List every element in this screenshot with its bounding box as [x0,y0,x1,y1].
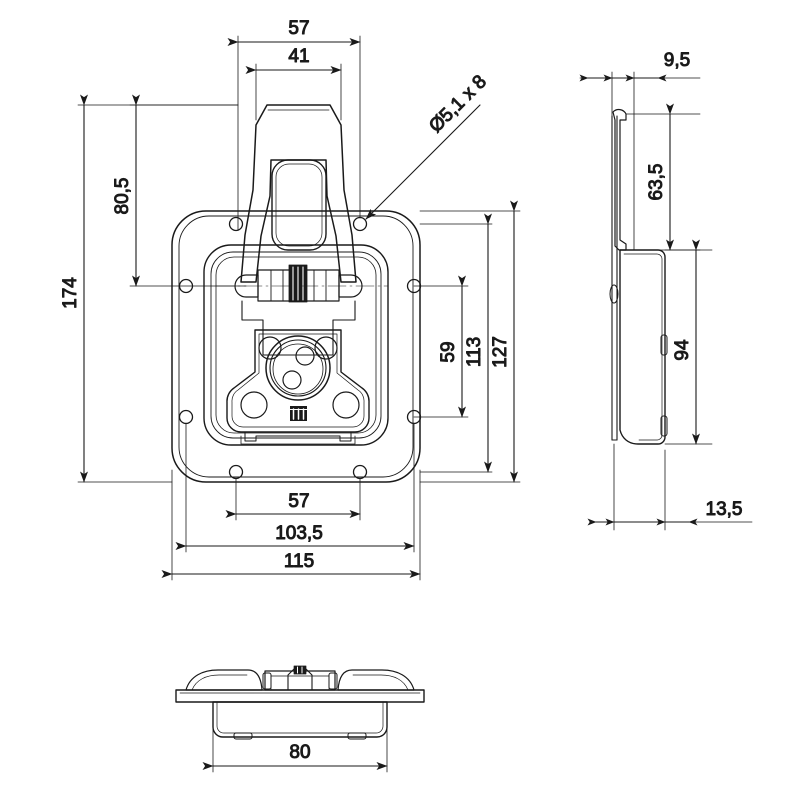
escutcheon-hole-top-right [314,336,338,360]
handle-body-outline [240,104,357,283]
recess-dish-outer [203,244,389,446]
side-handle-leaf [612,108,627,251]
dimtext-right-113: 113 [464,337,485,367]
brand-logo-mark [289,406,308,421]
dimtext-right-59: 59 [438,341,459,362]
hinge-pin-collar-right [313,269,327,302]
side-boss-lower [660,415,668,437]
lock-keyway-hole-lower [282,370,302,390]
dimtext-right-127: 127 [490,336,511,368]
bottomview-flange [175,689,425,703]
bottomview-foot-left [233,732,253,740]
mounting-hole-top-left [228,216,244,232]
bottomview-box-inner [216,701,384,734]
hole-callout-leader [365,104,481,220]
side-view: 9,5 63,5 94 13,5 [579,50,753,531]
side-boss-upper [660,334,668,356]
bottomview-foot-right [347,732,367,740]
dimtext-top-57: 57 [288,18,309,39]
lock-cylinder-ring [269,339,327,397]
escutcheon-hole-bot-left [240,391,268,419]
escutcheon-hole-bot-right [332,391,360,419]
bottomview-pin-knurl-highlight [297,666,303,674]
hinge-pin-assembly [215,264,389,303]
dimtext-side-635: 63,5 [646,164,667,201]
side-plate-body-inner [623,253,663,441]
dimtext-left-805: 80,5 [112,178,133,215]
mounting-hole-top-right [352,216,368,232]
recess-dish-inner [210,251,382,439]
lock-cylinder-outer [265,335,331,401]
lock-cylinder-face [272,343,324,395]
lock-escutcheon-inner [231,333,365,428]
handle-aperture [271,159,327,251]
bottomview-lobe-right [337,669,415,691]
front-dimensions [77,35,521,581]
lock-keyway-hole-upper [295,346,315,366]
side-spring-eye [609,284,619,304]
dimtext-bottomview-80: 80 [289,742,310,763]
dimtext-bottom-57: 57 [288,491,309,512]
hinge-pin-left-cap [234,274,259,298]
dimtext-bottom-115: 115 [284,551,314,572]
handle-tail-flange [241,300,356,356]
bottom-view: 80 [175,665,425,773]
mounting-hole-low-left [178,409,194,425]
bottomview-pin-knurl [293,665,307,675]
bottomview-dimensions [202,709,388,773]
dimtext-side-135: 13,5 [706,499,743,520]
side-plate-body [619,249,666,445]
hinge-pin-right-cap [338,274,363,298]
dimtext-bottom-1035: 103,5 [275,523,323,544]
bottomview-lobe-left [185,669,263,691]
hinge-pin-knurl-highlight [292,266,304,301]
outer-plate-outline [171,210,421,483]
side-dimensions [579,71,753,531]
recess-dish-floor [215,256,377,434]
latch-tongue [244,431,352,442]
handle-aperture-inner [275,163,323,247]
dimtext-side-95: 9,5 [664,50,690,71]
bottomview-cap-right [328,672,338,690]
dimtext-side-94: 94 [672,339,693,361]
lock-escutcheon [226,329,370,433]
bottomview-lobe-right-inner [352,674,409,691]
side-spring-strip [611,115,618,441]
hinge-pin-collar-left [270,269,284,302]
bottomview-handle-center-inner [270,675,330,691]
dimtext-top-41: 41 [288,46,309,67]
bottomview-box [212,701,388,738]
bottomview-lobe-left-inner [191,674,248,691]
escutcheon-hole-top-left [258,336,282,360]
latch-tongue-bar [240,435,356,445]
front-view: 57 41 174 80,5 59 113 127 57 103,5 115 Ø… [60,18,521,581]
bottomview-cap-left [262,672,272,690]
dimtext-left-174: 174 [60,277,81,309]
plate-bevel [178,215,414,478]
